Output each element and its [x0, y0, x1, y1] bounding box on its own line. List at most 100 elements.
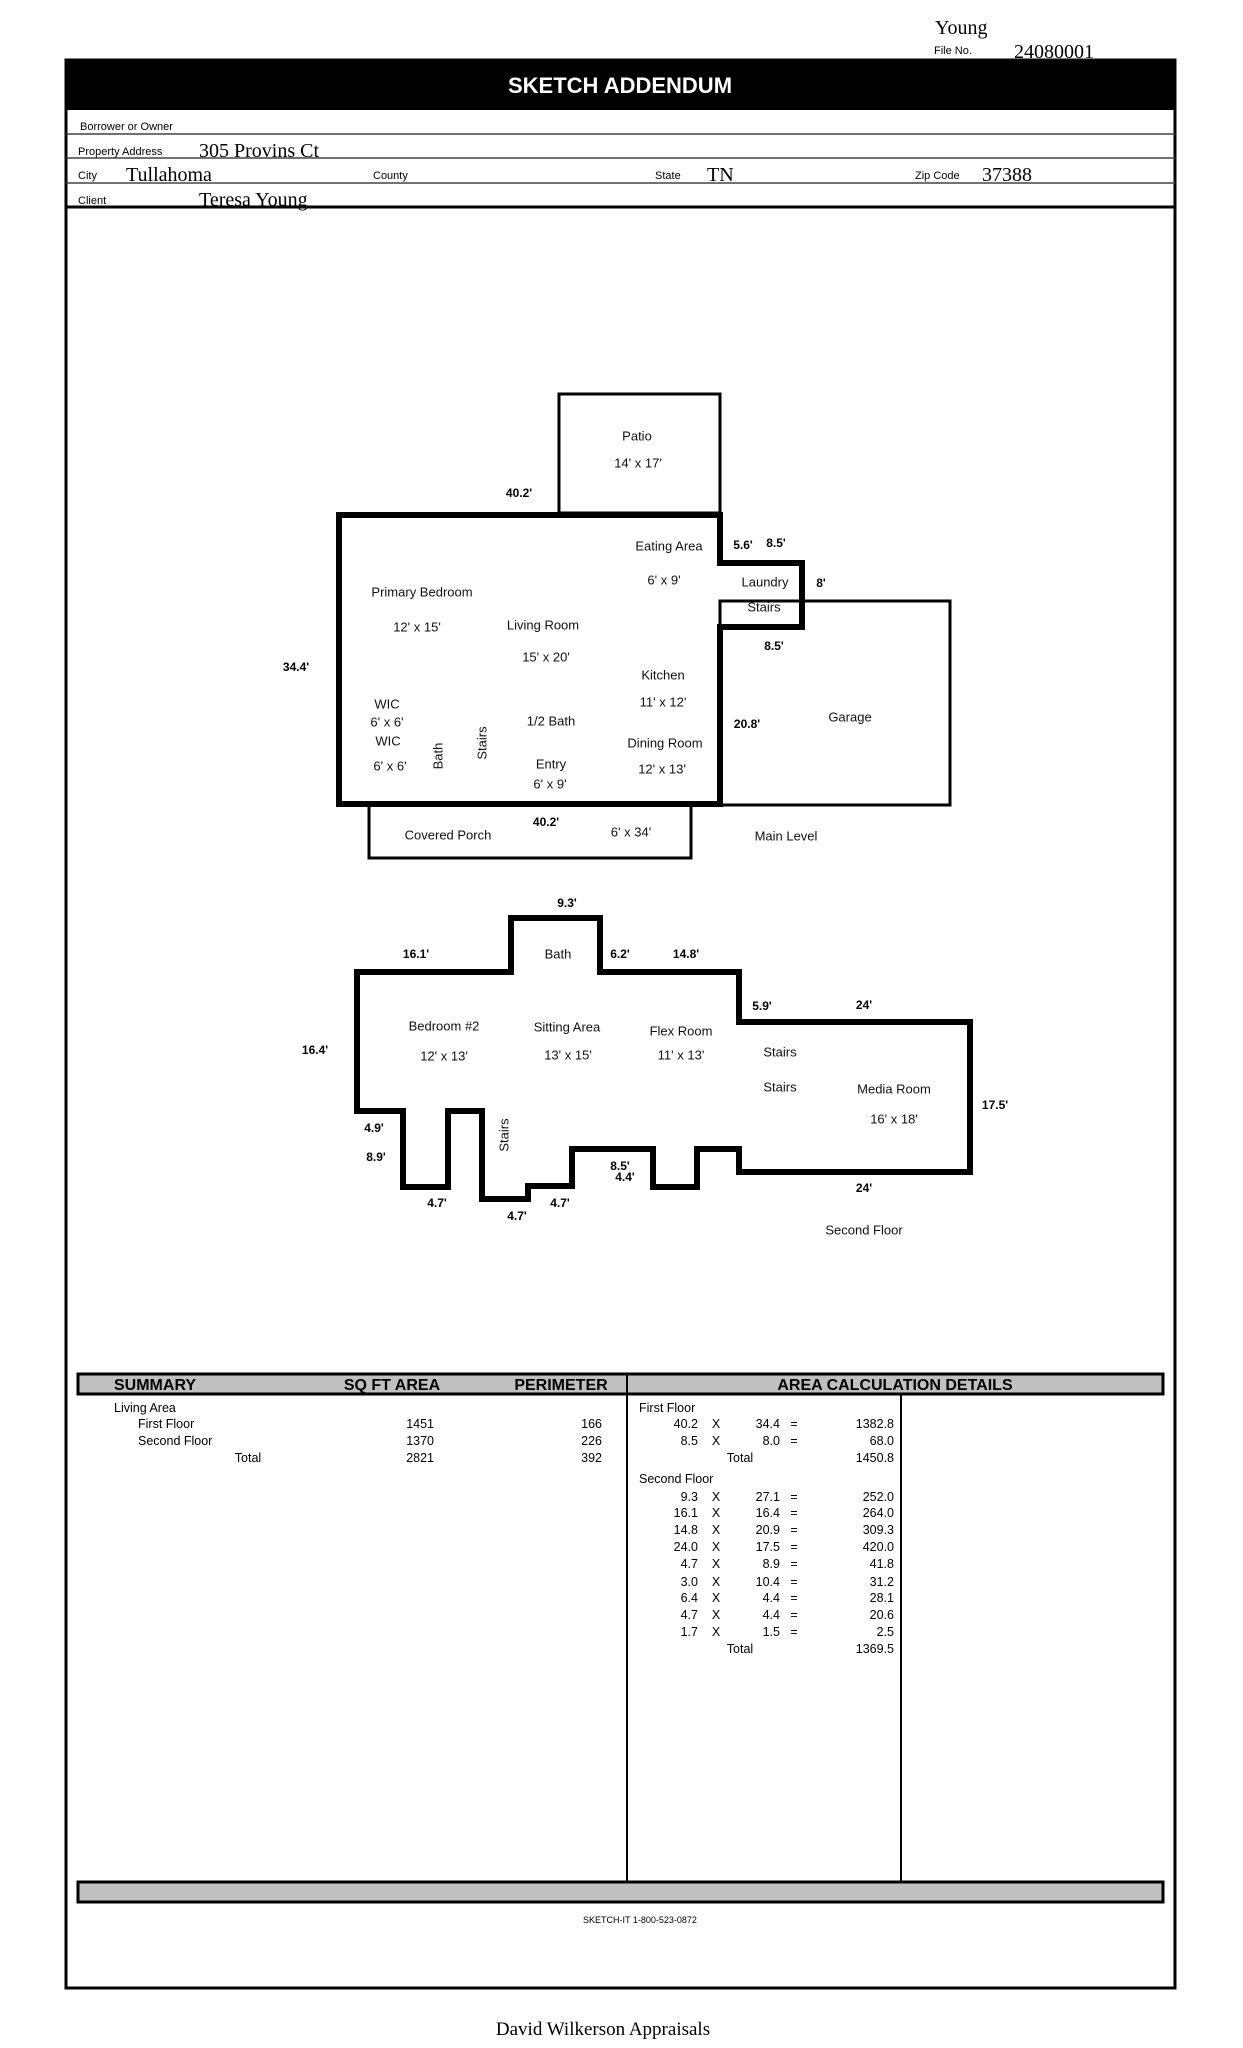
client-value: Teresa Young	[199, 189, 308, 211]
dimension-label: 8.5'	[610, 1159, 630, 1173]
main-level-plan	[336, 392, 952, 860]
room-size-label: 13' x 15'	[544, 1048, 592, 1063]
calc-cell: 4.4	[763, 1608, 780, 1622]
calc-cell: 4.7	[681, 1608, 698, 1622]
calc-cell: 28.1	[870, 1591, 894, 1605]
dimension-label: 4.7'	[507, 1209, 527, 1223]
room-label: Stairs	[763, 1045, 797, 1060]
property-address-label: Property Address	[78, 146, 163, 158]
room-size-label: 12' x 13'	[638, 762, 686, 777]
room-label: WIC	[374, 697, 399, 712]
calc-cell: X	[712, 1490, 721, 1504]
room-size-label: 6' x 34'	[611, 825, 651, 840]
page-title: SKETCH ADDENDUM	[508, 73, 732, 98]
calc-cell: 8.9	[763, 1557, 780, 1571]
calc-cell: 1.5	[763, 1625, 780, 1639]
dimension-label: 8.5'	[766, 536, 786, 550]
calc-cell: 20.9	[756, 1523, 780, 1537]
calc-cell: 20.6	[870, 1608, 894, 1622]
calc-cell: =	[790, 1591, 797, 1605]
room-label: Kitchen	[641, 668, 684, 683]
calc-cell: 10.4	[756, 1575, 780, 1589]
file-no: 24080001	[1014, 41, 1094, 63]
second-floor-label: Second Floor	[639, 1472, 713, 1486]
client-label: Client	[78, 195, 106, 207]
dimension-label: 20.8'	[734, 717, 760, 731]
calc-cell: =	[790, 1417, 797, 1431]
calc-cell: =	[790, 1523, 797, 1537]
state-value: TN	[707, 164, 734, 186]
dimension-label: 5.6'	[733, 538, 753, 552]
room-label: Stairs	[475, 726, 490, 760]
calc-cell: 27.1	[756, 1490, 780, 1504]
summary-row-area: 1370	[406, 1434, 434, 1448]
calc-cell: =	[790, 1540, 797, 1554]
dimension-label: 4.7'	[550, 1196, 570, 1210]
dimension-label: 34.4'	[283, 660, 309, 674]
calc-cell: X	[712, 1608, 721, 1622]
room-label: WIC	[375, 734, 400, 749]
state-label: State	[655, 170, 681, 182]
calc-cell: =	[790, 1575, 797, 1589]
calc-cell: X	[712, 1540, 721, 1554]
main-living-outline	[336, 512, 805, 807]
dimension-label: 4.7'	[427, 1196, 447, 1210]
dimension-label: 4.9'	[364, 1121, 384, 1135]
calc-cell: =	[790, 1506, 797, 1520]
summary-header-bar	[76, 1372, 1165, 1396]
file-no-label: File No.	[934, 45, 972, 57]
dimension-label: 4.4'	[615, 1170, 635, 1184]
summary-row: Second Floor 1370 226	[138, 1434, 602, 1448]
room-label: Media Room	[857, 1082, 931, 1097]
calc-cell: 34.4	[756, 1417, 780, 1431]
summary-total-row: Total 2821 392	[235, 1451, 602, 1465]
summary-row-name: Second Floor	[138, 1434, 212, 1448]
calc-cell: 252.0	[863, 1490, 894, 1504]
software-credit: SKETCH-IT 1-800-523-0872	[583, 1915, 697, 1925]
dimension-label: 40.2'	[533, 815, 559, 829]
calc-cell: 309.3	[863, 1523, 894, 1537]
room-size-label: 15' x 20'	[522, 650, 570, 665]
room-label: Dining Room	[627, 736, 702, 751]
room-size-label: 1/2 Bath	[527, 714, 575, 729]
calc-cell: =	[790, 1490, 797, 1504]
calc-cell: X	[712, 1523, 721, 1537]
calc-total-label: Total	[727, 1451, 753, 1465]
summary-row-name: First Floor	[138, 1417, 194, 1431]
room-label: Patio	[622, 429, 652, 444]
room-label: Stairs	[747, 600, 781, 615]
room-label: Sitting Area	[534, 1020, 601, 1035]
calc-cell: =	[790, 1434, 797, 1448]
room-size-label: 11' x 13'	[658, 1048, 705, 1063]
summary-row: First Floor 1451 166	[138, 1417, 602, 1431]
area-col-header: SQ FT AREA	[344, 1377, 441, 1394]
calc-cell: X	[712, 1417, 721, 1431]
page-border	[64, 58, 1177, 1990]
living-area-label: Living Area	[114, 1401, 176, 1415]
calc-cell: =	[790, 1625, 797, 1639]
county-label: County	[373, 170, 408, 182]
calc-cell: =	[790, 1608, 797, 1622]
room-label: Eating Area	[635, 539, 703, 554]
calc-cell: 1.7	[681, 1625, 698, 1639]
room-label: Laundry	[742, 575, 789, 590]
summary-row-name: Total	[235, 1451, 261, 1465]
room-label: Garage	[828, 710, 871, 725]
field-rows	[66, 133, 1175, 209]
room-size-label: 11' x 12'	[640, 695, 687, 710]
calc-cell: 1382.8	[856, 1417, 894, 1431]
calc-cell: 8.0	[763, 1434, 780, 1448]
dimension-label: 16.1'	[403, 947, 429, 961]
summary-row-area: 2821	[406, 1451, 434, 1465]
borrower-label: Borrower or Owner	[80, 121, 173, 133]
summary-row-area: 1451	[406, 1417, 434, 1431]
